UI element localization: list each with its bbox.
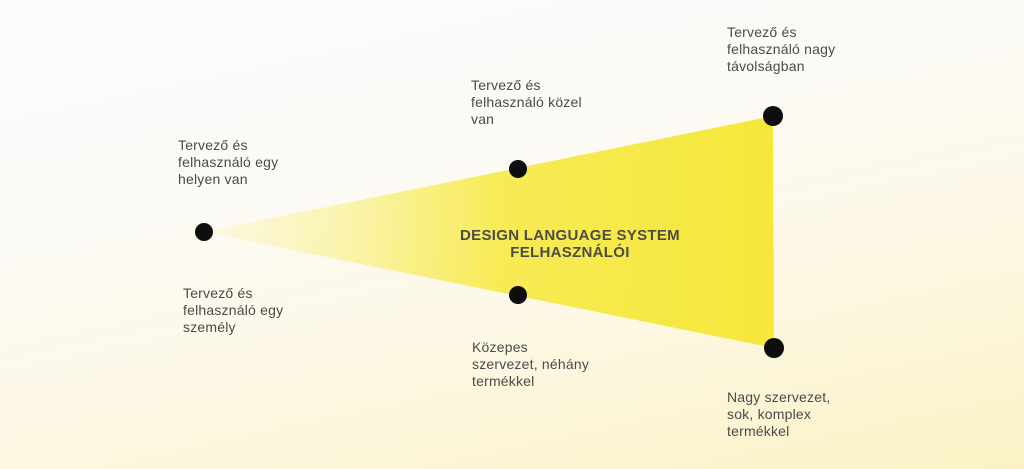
label-line: Közepes [472, 339, 528, 355]
label-line: távolságban [727, 57, 805, 74]
node-dot-middle-bottom [509, 286, 527, 304]
label-designer-user-one-person: Tervező és felhasználó egy személy [183, 285, 283, 335]
label-line: Tervező és [178, 137, 248, 153]
diagram-title: DESIGN LANGUAGE SYSTEM FELHASZNÁLÓI [460, 227, 680, 261]
node-dot-left-apex [195, 223, 213, 241]
label-line: személy [183, 318, 236, 335]
label-medium-organization: Közepes szervezet, néhány termékkel [472, 339, 589, 389]
label-line: felhasználó egy [178, 153, 279, 170]
label-line: Tervező és [471, 77, 541, 93]
label-line: Tervező és [183, 285, 253, 301]
label-line: termékkel [727, 422, 790, 439]
funnel-triangle [204, 116, 774, 348]
label-line: szervezet, néhány [472, 355, 590, 372]
label-line: sok, komplex [727, 405, 812, 422]
label-line: felhasználó nagy [727, 40, 836, 57]
label-line: Tervező és [727, 24, 797, 40]
label-designer-user-far: Tervező és felhasználó nagy távolságban [727, 24, 835, 74]
label-line: helyen van [178, 170, 248, 187]
label-line: termékkel [472, 372, 535, 389]
label-line: van [471, 110, 495, 127]
label-designer-user-same-place: Tervező és felhasználó egy helyen van [178, 137, 278, 187]
label-large-organization: Nagy szervezet, sok, komplex termékkel [727, 389, 830, 439]
label-designer-user-close: Tervező és felhasználó közel van [471, 77, 582, 127]
node-dot-middle-top [509, 160, 527, 178]
label-line: felhasználó egy [183, 301, 284, 318]
node-dot-right-top [763, 106, 783, 126]
label-line: felhasználó közel [471, 93, 582, 110]
label-line: Nagy szervezet, [727, 389, 831, 405]
node-dot-right-bottom [764, 338, 784, 358]
